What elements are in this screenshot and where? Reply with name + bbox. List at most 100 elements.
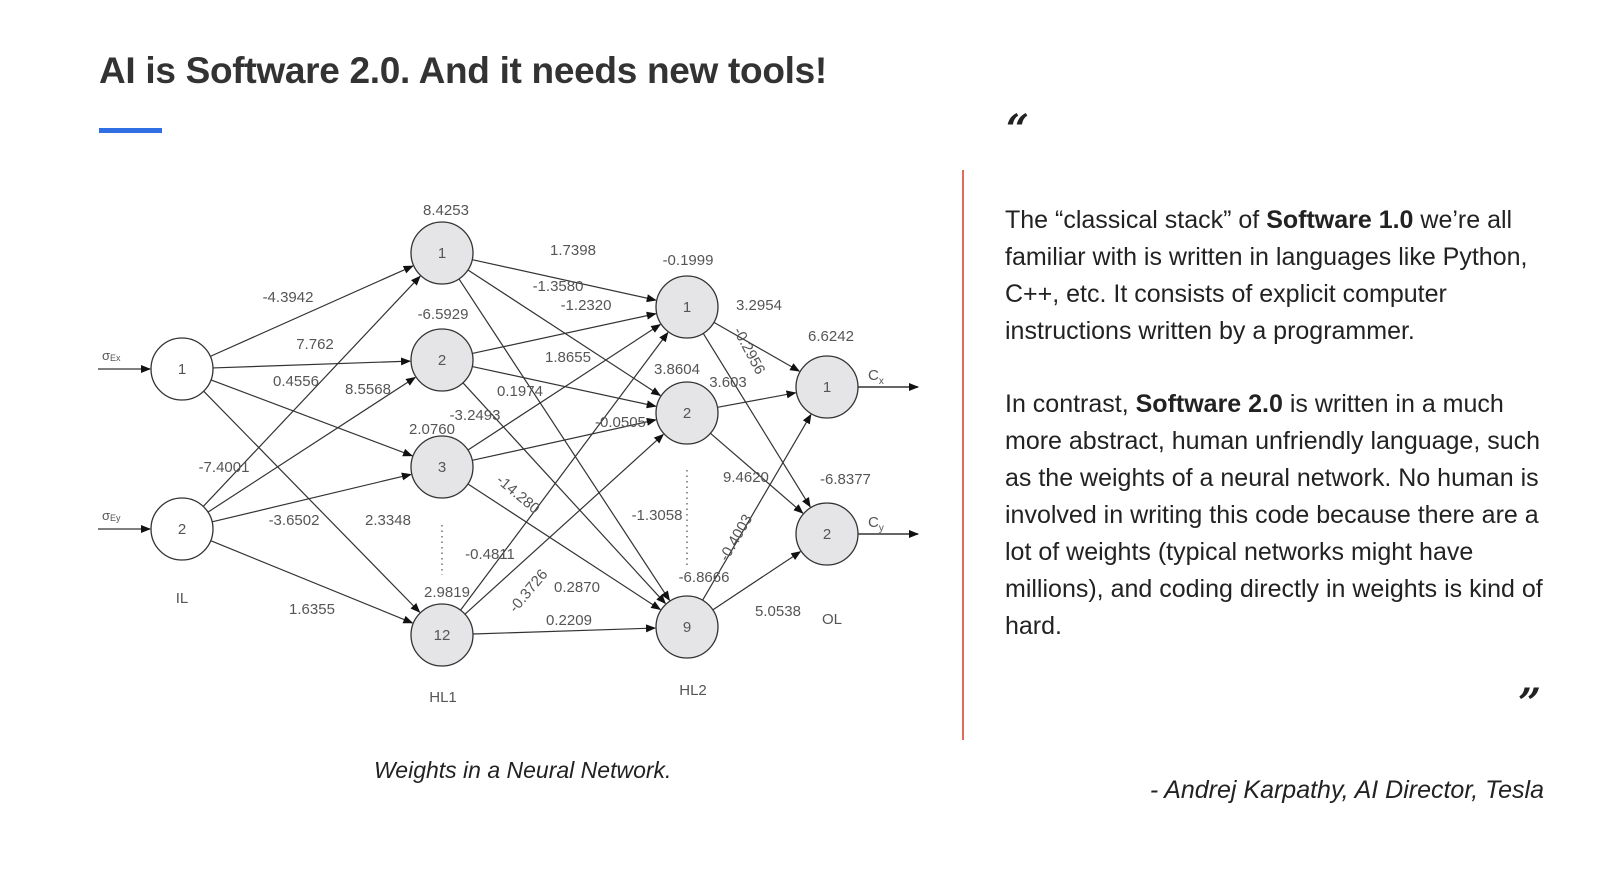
hl1-node-label: 12 [434, 627, 451, 644]
hl1-node-label: 2 [438, 352, 446, 369]
title-underline [99, 128, 162, 133]
weight-hl1-hl2-7: -0.0505 [595, 414, 646, 431]
edge-il1-hl1-2 [212, 357, 412, 369]
weight-hl1-hl2-3: -1.2320 [561, 297, 612, 314]
ol-node [795, 355, 859, 419]
bias-ol-1: 6.6242 [808, 328, 854, 345]
hl2-node-label: 1 [683, 299, 691, 316]
bias-hl2-3: 9.4620 [723, 469, 769, 486]
edge-il2-hl1-2 [207, 376, 417, 513]
quote-p1-c: we’re all familiar with is written in la… [1005, 206, 1528, 345]
edge-hl2-3-ol-2 [712, 551, 802, 611]
weight-hl2-ol-6: 5.0538 [755, 603, 801, 620]
weight-hl2-ol-5: -6.8666 [679, 569, 730, 586]
edge-hl1-2-hl2-1 [472, 311, 657, 355]
weight-il-hl1-5: -7.4001 [199, 459, 250, 476]
edge-hl1-3-hl2-1 [467, 323, 662, 451]
edge-il1-hl1-3 [210, 379, 413, 457]
edge-hl2-3-ol-1 [702, 413, 812, 601]
bias-hl1-3: 2.0760 [409, 421, 455, 438]
edge-hl1-3-hl2-2 [472, 417, 657, 461]
weight-hl1-hl2-6: -3.2493 [450, 407, 501, 424]
close-quote-icon: ” [1518, 680, 1542, 727]
ol-node-label: 1 [823, 379, 831, 396]
nodes-layer [150, 221, 859, 667]
quote-text: The “classical stack” of Software 1.0 we… [1005, 202, 1560, 645]
edge-hl2-1-ol-1 [713, 321, 801, 372]
weight-il-hl1-1: -4.3942 [263, 289, 314, 306]
weight-hl2-ol-3: 3.603 [709, 374, 747, 391]
hl1-node [410, 435, 474, 499]
bias-hl1-1: 8.4253 [423, 202, 469, 219]
open-quote-icon: “ [1006, 106, 1030, 153]
weight-il-hl1-7: 2.3348 [365, 512, 411, 529]
weight-hl1-hl2-13: 0.2209 [546, 612, 592, 629]
weight-hl1-hl2-12: 0.2870 [554, 579, 600, 596]
diagram-caption: Weights in a Neural Network. [374, 757, 672, 783]
edges-layer [98, 259, 919, 635]
weight-il-hl1-4: 8.5568 [345, 381, 391, 398]
weight-hl1-hl2-2: -1.3580 [533, 278, 584, 295]
edge-hl1-2-hl2-3 [462, 382, 667, 605]
edge-hl1-1-hl2-2 [467, 269, 662, 397]
ol-node-label: 2 [823, 526, 831, 543]
edge-il2-hl1-4 [210, 540, 414, 624]
weight-hl2-ol-4: -0.4003 [716, 511, 756, 564]
edge-il1-hl1-4 [203, 390, 421, 613]
edge-hl1-4-hl2-2 [464, 433, 665, 615]
hl2-node [655, 275, 719, 339]
hl1-node [410, 221, 474, 285]
bias-hl1-2: -6.5929 [418, 306, 469, 323]
weight-hl1-hl2-4: 1.8655 [545, 349, 591, 366]
ol-node [795, 502, 859, 566]
layer-label-il: IL [176, 590, 189, 607]
weight-il-hl1-3: 0.4556 [273, 373, 319, 390]
edge-hl2-1-ol-2 [702, 333, 811, 508]
il-node [150, 497, 214, 561]
layer-label-hl2: HL2 [679, 682, 707, 699]
quote-paragraph-1: The “classical stack” of Software 1.0 we… [1005, 202, 1560, 350]
hl1-node [410, 328, 474, 392]
hl2-node [655, 595, 719, 659]
il-node-label: 1 [178, 361, 186, 378]
hl1-node-label: 1 [438, 245, 446, 262]
weight-hl2-ol-2: -0.2956 [730, 324, 769, 377]
weight-hl1-hl2-8: -14.280 [493, 472, 543, 518]
page-title: AI is Software 2.0. And it needs new too… [99, 50, 827, 91]
il-node [150, 337, 214, 401]
hl2-node-label: 2 [683, 405, 691, 422]
edge-hl1-2-hl2-2 [472, 365, 657, 409]
quote-p1-bold: Software 1.0 [1266, 206, 1414, 234]
bias-hl2-2: 3.8604 [654, 361, 700, 378]
weight-hl1-hl2-10: -0.4811 [465, 546, 515, 563]
weight-il-hl1-6: -3.6502 [269, 512, 320, 529]
bias-ol-2: -6.8377 [820, 471, 871, 488]
edge-il2-hl1-1 [202, 275, 421, 507]
quote-paragraph-2: In contrast, Software 2.0 is written in … [1005, 386, 1560, 645]
vertical-divider [962, 170, 964, 740]
il-node-label: 2 [178, 521, 186, 538]
weight-hl1-hl2-9: -1.3058 [632, 507, 683, 524]
quote-p2-bold: Software 2.0 [1135, 390, 1283, 418]
weight-hl1-hl2-11: -0.3726 [506, 566, 552, 616]
weight-il-hl1-8: 1.6355 [289, 601, 335, 618]
bias-hl2-1: -0.1999 [663, 252, 714, 269]
edge-il1-hl1-1 [210, 265, 414, 357]
weight-il-hl1-2: 7.762 [296, 336, 334, 353]
weight-hl1-hl2-5: 0.1974 [497, 383, 543, 400]
layer-label-ol: OL [822, 611, 842, 628]
weight-hl2-ol-1: 3.2954 [736, 297, 782, 314]
output-label: Cy [868, 514, 884, 534]
quote-p1-a: The “classical stack” of [1005, 206, 1267, 234]
weight-hl1-hl2-1: 1.7398 [550, 242, 596, 259]
edge-hl1-4-hl2-3 [472, 624, 657, 635]
hl1-node [410, 603, 474, 667]
quote-p2-a: In contrast, [1005, 390, 1136, 418]
hl2-node [655, 381, 719, 445]
input-label: σEx [102, 348, 121, 363]
edge-hl1-4-hl2-1 [460, 331, 669, 611]
edge-hl1-3-hl2-3 [467, 483, 662, 611]
quote-attribution: - Andrej Karpathy, AI Director, Tesla [1149, 776, 1544, 804]
